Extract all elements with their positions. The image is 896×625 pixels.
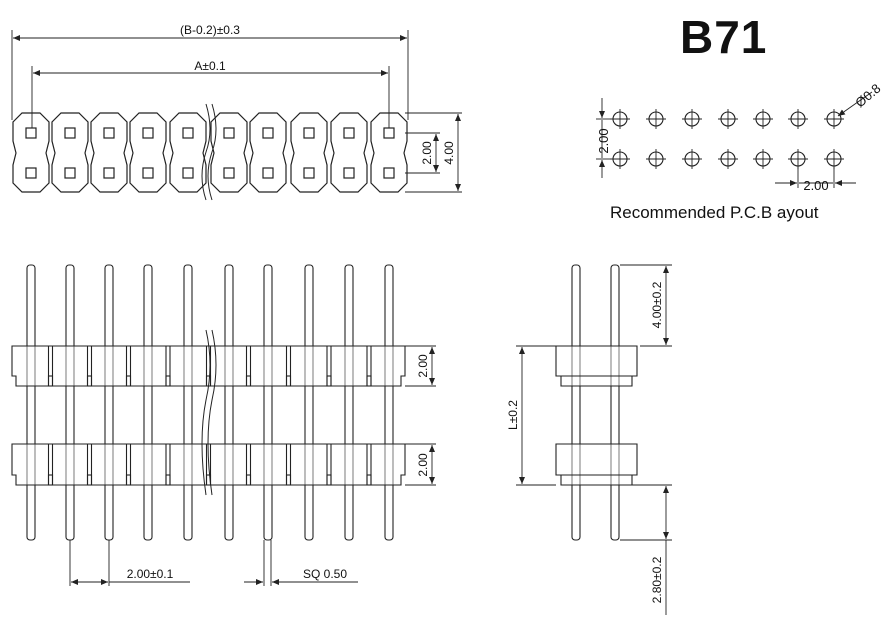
pcb-vertical-pitch-label: 2.00 [596,128,611,153]
plastic-body [11,345,406,387]
pcb-hole-pattern [610,109,844,169]
body-notch [245,375,252,387]
top-view [12,103,408,201]
top-view-dimensions [11,30,462,193]
pin-square-bottom [182,167,194,179]
pin-size-label: SQ 0.50 [303,567,347,581]
housing-segment [129,112,167,193]
side-body [555,345,638,387]
pin-square-bottom [64,167,76,179]
housing-segment [12,112,50,193]
side-view [555,264,638,541]
bottom-pin-length-label: 2.80±0.2 [650,556,664,603]
front-view [11,264,406,541]
body-notch [326,375,332,387]
lower-body-height-label: 2.00 [416,453,430,477]
pin-square-top [223,127,235,139]
housing-segment [210,112,248,193]
pin-square-top [343,127,355,139]
body-notch [125,474,132,486]
pin [183,264,193,541]
front-view-dimensions [69,345,436,586]
pin-square-bottom [223,167,235,179]
overall-length-label: (B-0.2)±0.3 [180,23,240,37]
pin [65,264,75,541]
pitch-span-label: A±0.1 [194,59,226,73]
body-notch [366,375,372,387]
pcb-hole-diameter-label: Ø0.8 [852,81,883,111]
pin [224,264,234,541]
housing-segment [90,112,128,193]
pin-square-bottom [343,167,355,179]
break-line [201,103,211,201]
pin-pitch-label: 2.00±0.1 [127,567,174,581]
housing-segment [169,112,207,193]
pin-square-bottom [383,167,395,179]
pcb-dimensions [596,91,873,188]
side-pin [610,264,620,541]
pin-square-bottom [25,167,37,179]
pin-square-top [142,127,154,139]
pin [104,264,114,541]
body-height-label: 4.00 [442,141,456,165]
side-view-dimensions [516,264,672,615]
pin-square-top [103,127,115,139]
body-notch [165,375,171,387]
body-notch [47,375,54,387]
body-notch [366,474,372,486]
pin-square-bottom [262,167,274,179]
body-notch [245,474,252,486]
pin [304,264,314,541]
pcb-layout-caption: Recommended P.C.B ayout [610,203,819,222]
housing-segment [290,112,328,193]
pin [143,264,153,541]
housing-segment [249,112,287,193]
housing-segment [370,112,408,193]
pin-square-top [64,127,76,139]
body-notch [125,375,132,387]
pcb-horizontal-pitch-label: 2.00 [803,178,828,193]
body-notch [47,474,54,486]
side-pin [571,264,581,541]
top-pin-length-label: 4.00±0.2 [650,281,664,328]
pin-square-bottom [303,167,315,179]
body-notch [285,474,292,486]
break-line [201,329,211,496]
pin [384,264,394,541]
pin-square-top [25,127,37,139]
pin [26,264,36,541]
housing-segment [330,112,368,193]
pin [263,264,273,541]
overall-length-l-label: L±0.2 [506,400,520,430]
pin-square-top [262,127,274,139]
row-pitch-label: 2.00 [420,141,434,165]
pin-square-top [182,127,194,139]
break-line [207,329,217,496]
side-body [555,443,638,486]
pin [344,264,354,541]
pin-square-top [383,127,395,139]
pin-square-bottom [142,167,154,179]
body-notch [285,375,292,387]
body-notch [86,474,93,486]
break-line [207,103,217,201]
body-notch [165,474,171,486]
body-notch [326,474,332,486]
housing-segment [51,112,89,193]
pin-square-top [303,127,315,139]
body-notch [86,375,93,387]
part-number-title: B71 [680,11,768,63]
upper-body-height-label: 2.00 [416,354,430,378]
pin-square-bottom [103,167,115,179]
